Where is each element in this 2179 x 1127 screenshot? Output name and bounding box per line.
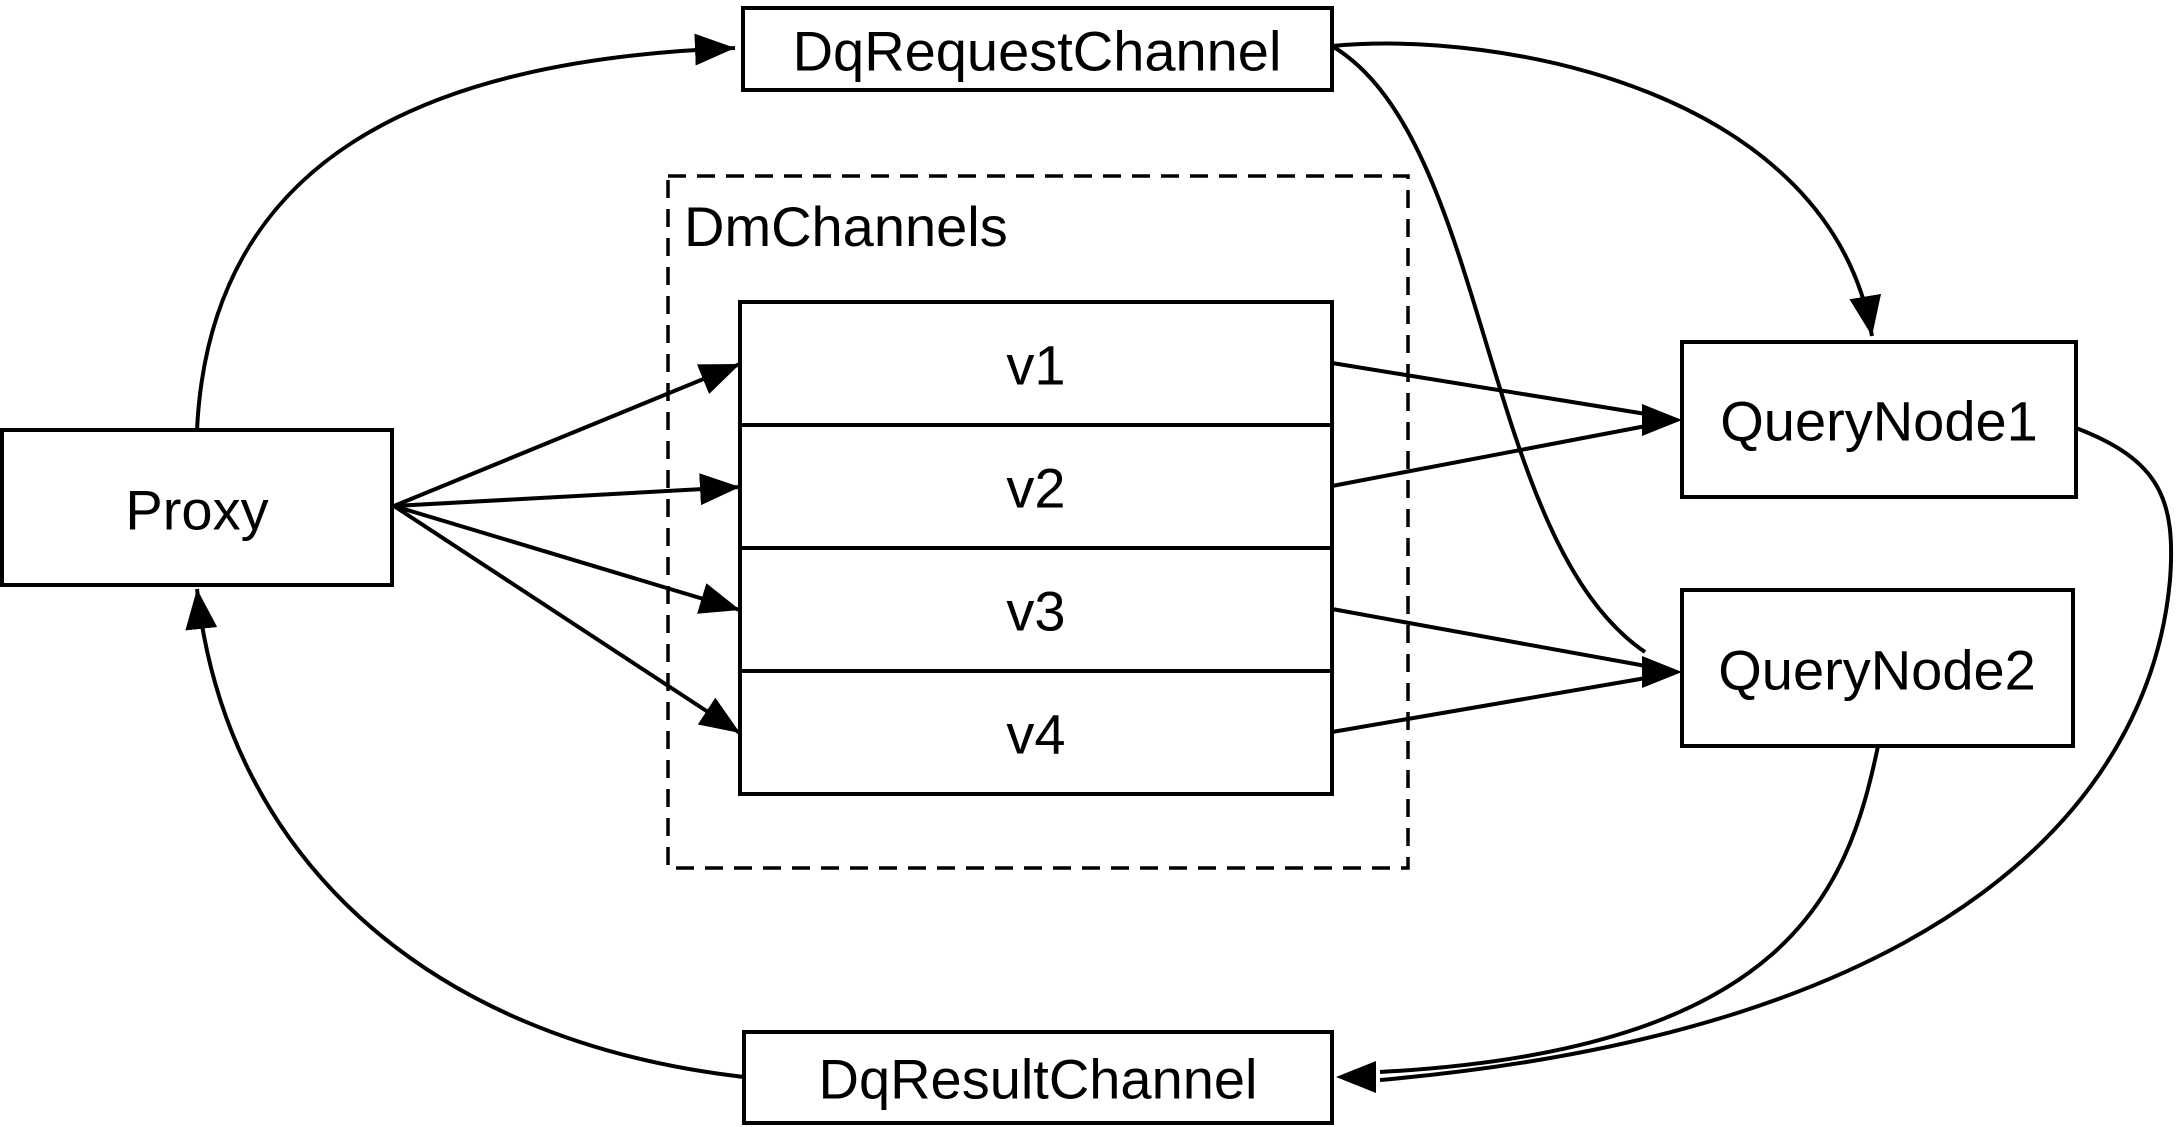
node-dqrequestchannel: DqRequestChannel <box>741 6 1334 92</box>
querynode1-box <box>1680 340 2078 499</box>
node-proxy: Proxy <box>0 428 394 587</box>
edge-proxy-to-v2 <box>393 473 741 508</box>
node-querynode2: QueryNode2 <box>1680 588 2075 748</box>
edge-v3-to-querynode2 <box>1331 607 1647 668</box>
channel-row-v1: v1 <box>1006 334 1065 397</box>
arrowhead-querynode2-left <box>1642 656 1682 688</box>
dqresultchannel-label: DqResultChannel <box>819 1048 1258 1111</box>
node-dqresultchannel: DqResultChannel <box>742 1030 1334 1125</box>
edge-v1-to-querynode1 <box>1331 361 1647 416</box>
edge-proxy-to-dqrequestchannel <box>195 33 736 431</box>
edge-querynode2-to-dqresultchannel <box>1379 745 1880 1074</box>
querynode2-box <box>1680 588 2075 748</box>
node-channel-table: v1 v2 v3 v4 <box>738 300 1334 796</box>
edge-dqrequestchannel-to-querynode2 <box>1330 44 1647 654</box>
channel-row-v4: v4 <box>1006 703 1065 766</box>
edge-v2-to-querynode1 <box>1331 424 1647 488</box>
edge-proxy-to-v4 <box>392 504 742 735</box>
dqrequestchannel-box <box>741 6 1334 92</box>
channel-row-v2: v2 <box>1006 457 1065 520</box>
proxy-label: Proxy <box>125 479 268 542</box>
edge-querynode1-to-dqresultchannel <box>1379 426 2174 1082</box>
dmchannels-dashed-border <box>666 174 1410 870</box>
dmchannels-label: DmChannels <box>684 195 1008 258</box>
edge-dqrequestchannel-to-querynode1 <box>1331 41 1881 337</box>
arrowhead-dqresultchannel-right <box>1336 1061 1376 1093</box>
dqrequestchannel-label: DqRequestChannel <box>793 20 1282 83</box>
edge-proxy-to-v3 <box>393 504 741 614</box>
dqresultchannel-box <box>742 1030 1334 1125</box>
edge-proxy-to-v1 <box>393 362 741 508</box>
edge-dqresultchannel-to-proxy <box>185 588 745 1079</box>
querynode2-label: QueryNode2 <box>1718 639 2036 702</box>
channel-row-v3: v3 <box>1006 580 1065 643</box>
arrowhead-querynode1-left <box>1642 404 1682 436</box>
querynode1-label: QueryNode1 <box>1720 390 2038 453</box>
node-querynode1: QueryNode1 <box>1680 340 2078 499</box>
group-dmchannels: DmChannels <box>666 174 1410 870</box>
edge-v4-to-querynode2 <box>1331 676 1647 734</box>
proxy-box <box>0 428 394 587</box>
